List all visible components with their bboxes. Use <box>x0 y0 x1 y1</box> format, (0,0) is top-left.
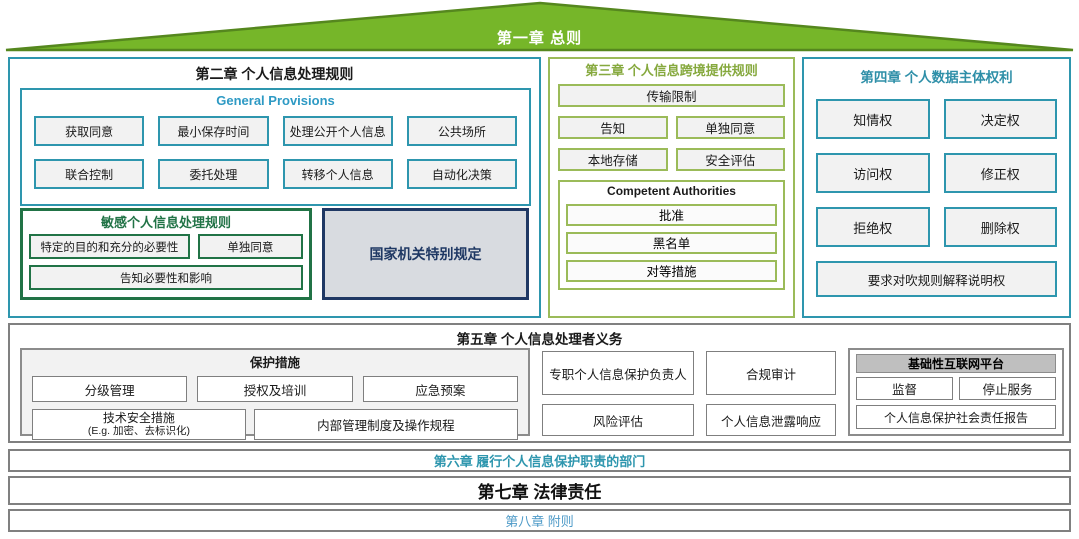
protection-row-1: 分级管理 授权及培训 应急预案 <box>32 376 518 402</box>
gp-item-transfer: 转移个人信息 <box>282 159 393 189</box>
chapter2-box: 第二章 个人信息处理规则 General Provisions 获取同意 最小保… <box>8 57 541 318</box>
ch3-item-security-assessment: 安全评估 <box>675 147 785 171</box>
chapter5-box: 第五章 个人信息处理者义务 保护措施 分级管理 授权及培训 应急预案 技术安全措… <box>8 323 1071 443</box>
roof-triangle-icon <box>5 1 1074 52</box>
right-to-explanation: 要求对吹规则解释说明权 <box>816 261 1057 297</box>
ch5-item-dpo: 专职个人信息保护负责人 <box>542 351 694 395</box>
right-to-access: 访问权 <box>816 153 930 193</box>
platform-item-supervision: 监督 <box>856 377 953 400</box>
ch3-item-separate-consent: 单独同意 <box>675 115 785 139</box>
gp-item-consent: 获取同意 <box>34 116 145 146</box>
gp-item-automated-decision: 自动化决策 <box>406 159 517 189</box>
ch3-item-local-storage: 本地存储 <box>558 147 668 171</box>
protection-row-2: 技术安全措施 (E.g. 加密、去标识化) 内部管理制度及操作规程 <box>32 409 518 440</box>
ca-item-blacklist: 黑名单 <box>566 231 777 254</box>
gp-item-entrusted-processing: 委托处理 <box>158 159 269 189</box>
chapter5-title: 第五章 个人信息处理者义务 <box>456 332 623 347</box>
ch5-item-risk-assessment: 风险评估 <box>542 404 694 436</box>
right-to-delete: 删除权 <box>943 207 1057 247</box>
sensitive-info-row: 特定的目的和充分的必要性 单独同意 <box>29 234 303 259</box>
chapter4-title: 第四章 个人数据主体权利 <box>860 70 1013 85</box>
chapter3-content: 传输限制 告知 单独同意 本地存储 安全评估 Competent Authori… <box>550 83 793 290</box>
platform-box: 基础性互联网平台 监督 停止服务 个人信息保护社会责任报告 <box>848 348 1064 436</box>
competent-authorities-box: Competent Authorities 批准 黑名单 对等措施 <box>558 179 785 290</box>
ch3-item-notify: 告知 <box>558 115 668 139</box>
platform-item-stop-services: 停止服务 <box>959 377 1056 400</box>
technical-measures-line2: (E.g. 加密、去标识化) <box>87 425 190 438</box>
general-provisions-grid: 获取同意 最小保存时间 处理公开个人信息 公共场所 联合控制 委托处理 转移个人… <box>34 116 517 189</box>
platform-item-csr-report: 个人信息保护社会责任报告 <box>856 405 1056 429</box>
sensitive-item-separate-consent: 单独同意 <box>197 234 303 259</box>
chapter8-band: 第八章 附则 <box>8 509 1071 532</box>
ch3-row-2: 本地存储 安全评估 <box>558 147 785 171</box>
ch5-item-compliance-audit: 合规审计 <box>706 351 836 395</box>
chapter2-title: 第二章 个人信息处理规则 <box>195 66 354 82</box>
ch3-row-1: 告知 单独同意 <box>558 115 785 139</box>
sensitive-item-notify-impact: 告知必要性和影响 <box>29 265 303 290</box>
gp-item-public-places: 公共场所 <box>406 116 517 146</box>
technical-measures-line1: 技术安全措施 <box>102 410 175 425</box>
gp-item-joint-control: 联合控制 <box>34 159 145 189</box>
platform-title: 基础性互联网平台 <box>856 354 1056 373</box>
right-to-refuse: 拒绝权 <box>816 207 930 247</box>
chapter1-roof: 第一章 总则 <box>0 0 1079 54</box>
chapter3-box: 第三章 个人信息跨境提供规则 传输限制 告知 单独同意 本地存储 安全评估 Co… <box>548 57 795 318</box>
prot-item-internal-rules: 内部管理制度及操作规程 <box>253 409 518 440</box>
competent-authorities-title: Competent Authorities <box>607 183 736 198</box>
protection-measures-box: 保护措施 分级管理 授权及培训 应急预案 技术安全措施 (E.g. 加密、去标识… <box>20 348 530 440</box>
state-organs-box: 国家机关特别规定 <box>322 208 529 300</box>
general-provisions-title: General Provisions <box>216 93 335 108</box>
prot-item-tiered-management: 分级管理 <box>32 376 188 402</box>
ca-item-approval: 批准 <box>566 203 777 226</box>
gp-item-min-retention: 最小保存时间 <box>158 116 269 146</box>
ca-item-reciprocal-measures: 对等措施 <box>566 259 777 282</box>
chapter4-box: 第四章 个人数据主体权利 知情权 决定权 访问权 修正权 拒绝权 删除权 要求对… <box>802 57 1071 318</box>
prot-item-emergency-plan: 应急预案 <box>362 376 518 402</box>
chapter1-title: 第一章 总则 <box>496 30 583 47</box>
ch3-item-transfer-restriction: 传输限制 <box>558 83 785 107</box>
general-provisions-box: General Provisions 获取同意 最小保存时间 处理公开个人信息 … <box>20 88 531 206</box>
chapter6-band: 第六章 履行个人信息保护职责的部门 <box>8 449 1071 472</box>
platform-row: 监督 停止服务 <box>856 377 1056 400</box>
right-to-decide: 决定权 <box>943 99 1057 139</box>
right-to-know: 知情权 <box>816 99 930 139</box>
sensitive-info-title: 敏感个人信息处理规则 <box>100 215 231 230</box>
prot-item-authorization-training: 授权及培训 <box>197 376 353 402</box>
ch5-item-breach-response: 个人信息泄露响应 <box>706 404 836 436</box>
chapter3-title: 第三章 个人信息跨境提供规则 <box>585 63 758 78</box>
rights-grid: 知情权 决定权 访问权 修正权 拒绝权 删除权 <box>816 99 1057 247</box>
right-to-correct: 修正权 <box>943 153 1057 193</box>
chapter7-band: 第七章 法律责任 <box>8 476 1071 505</box>
sensitive-info-box: 敏感个人信息处理规则 特定的目的和充分的必要性 单独同意 告知必要性和影响 <box>20 208 312 300</box>
protection-measures-title: 保护措施 <box>249 356 300 370</box>
prot-item-technical-measures: 技术安全措施 (E.g. 加密、去标识化) <box>32 409 246 440</box>
sensitive-item-purpose-necessity: 特定的目的和充分的必要性 <box>29 234 190 259</box>
gp-item-public-info: 处理公开个人信息 <box>282 116 393 146</box>
